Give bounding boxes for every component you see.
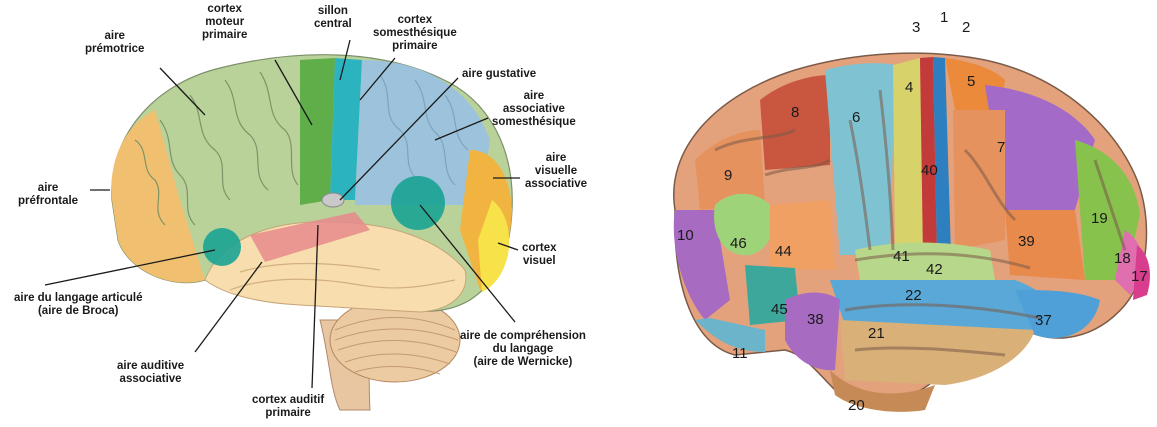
primary-motor-area: [300, 58, 335, 205]
area-num-42: 42: [926, 261, 943, 278]
area-39: [1005, 210, 1085, 280]
broca-area: [203, 228, 241, 266]
brodmann-areas-diagram: 1 2 3 4 5 6 7 8 9 10 11 17 18 19 20 21 2…: [655, 0, 1157, 427]
area-num-7: 7: [997, 139, 1005, 156]
area-num-19: 19: [1091, 210, 1108, 227]
area-num-3: 3: [912, 19, 920, 36]
brain-brodmann-svg: 1 2 3 4 5 6 7 8 9 10 11 17 18 19 20 21 2…: [655, 0, 1157, 427]
area-num-11: 11: [732, 345, 748, 362]
area-38: [785, 293, 840, 371]
area-num-5: 5: [967, 73, 975, 90]
area-num-6: 6: [852, 109, 860, 126]
area-num-37: 37: [1035, 312, 1052, 329]
area-40: [953, 110, 1005, 250]
area-num-22: 22: [905, 287, 922, 304]
area-num-40: 40: [921, 162, 938, 179]
area-41-42: [855, 243, 995, 281]
area-num-38: 38: [807, 311, 824, 328]
area-num-10: 10: [677, 227, 694, 244]
area-num-9: 9: [724, 167, 732, 184]
area-num-45: 45: [771, 301, 788, 318]
label-broca: aire du langage articulé(aire de Broca): [14, 292, 142, 318]
area-num-44: 44: [775, 243, 792, 260]
label-gustatory: aire gustative: [462, 68, 536, 81]
area-num-46: 46: [730, 235, 747, 252]
area-num-1: 1: [940, 9, 948, 26]
area-num-17: 17: [1131, 268, 1148, 285]
wernicke-area: [391, 176, 445, 230]
area-num-39: 39: [1018, 233, 1035, 250]
area-num-41: 41: [893, 248, 910, 265]
area-num-20: 20: [848, 397, 865, 414]
area-num-4: 4: [905, 79, 913, 96]
area-num-2: 2: [962, 19, 970, 36]
area-num-18: 18: [1114, 250, 1131, 267]
area-num-21: 21: [868, 325, 885, 342]
area-num-8: 8: [791, 104, 799, 121]
